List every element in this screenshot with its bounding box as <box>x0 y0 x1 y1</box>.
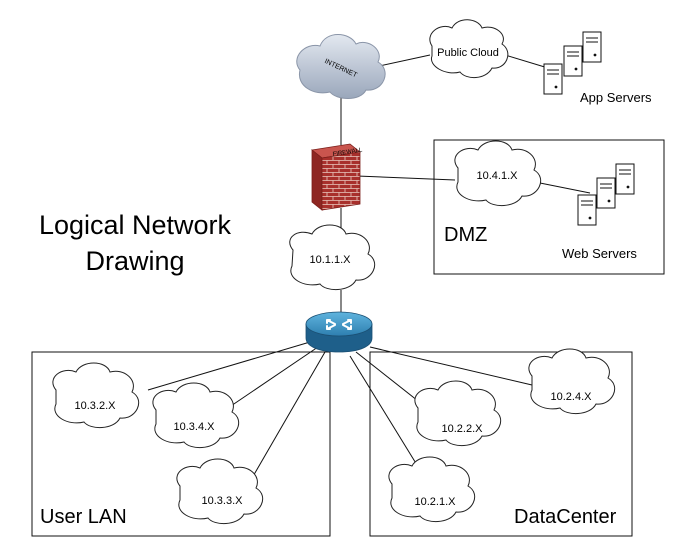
public-cloud-label: Public Cloud <box>437 47 499 59</box>
server-icon <box>596 177 616 209</box>
server-icon <box>582 31 602 63</box>
cloud-dc-1: 10.2.4.X <box>528 348 616 414</box>
diagram-title-line2: Drawing <box>85 246 184 276</box>
cloud-dc-3: 10.2.1.X <box>388 456 476 522</box>
user-lan-zone-box <box>31 351 331 537</box>
zone-label-datacenter: DataCenter <box>514 506 617 528</box>
cloud-dc-1-label: 10.2.4.X <box>551 391 593 403</box>
cloud-core-label: 10.1.1.X <box>310 254 352 266</box>
cloud-dmz-label: 10.4.1.X <box>477 170 519 182</box>
dmz-zone-box <box>433 139 665 275</box>
router-icon <box>305 311 373 353</box>
cloud-lan-3: 10.3.3.X <box>176 458 264 524</box>
server-icon <box>577 194 597 226</box>
cloud-lan-2-label: 10.3.4.X <box>174 421 216 433</box>
firewall-label: FIREWALL <box>332 147 363 158</box>
cloud-lan-1-label: 10.3.2.X <box>75 400 117 412</box>
app-servers-label: App Servers <box>580 90 652 105</box>
server-icon <box>615 163 635 195</box>
cloud-dc-2: 10.2.2.X <box>414 380 502 446</box>
cloud-dc-3-label: 10.2.1.X <box>415 496 457 508</box>
cloud-dc-2-label: 10.2.2.X <box>442 423 484 435</box>
datacenter-zone-box <box>369 351 633 537</box>
cloud-lan-2: 10.3.4.X <box>152 382 240 448</box>
cloud-dmz-network: 10.4.1.X <box>454 140 542 206</box>
diagram-title-line1: Logical Network <box>39 210 232 240</box>
zone-label-dmz: DMZ <box>444 224 487 246</box>
internet-cloud-icon: INTERNET <box>296 34 386 99</box>
firewall-icon: FIREWALL <box>311 143 363 211</box>
public-cloud: Public Cloud <box>429 19 509 78</box>
app-servers: App Servers <box>543 31 652 105</box>
server-icon <box>563 45 583 77</box>
cloud-lan-1: 10.3.2.X <box>52 362 140 428</box>
web-servers: Web Servers <box>562 163 637 261</box>
server-icon <box>543 63 563 95</box>
web-servers-label: Web Servers <box>562 246 637 261</box>
cloud-lan-3-label: 10.3.3.X <box>202 495 244 507</box>
zone-label-user-lan: User LAN <box>40 506 127 528</box>
cloud-core-network: 10.1.1.X <box>289 224 376 290</box>
connection-lines <box>147 54 591 486</box>
